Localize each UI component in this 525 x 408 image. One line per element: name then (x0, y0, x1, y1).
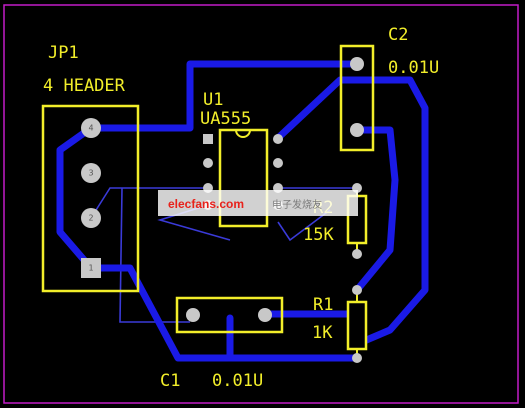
jp1-pin-1-label: 1 (88, 264, 93, 273)
c1-pin-1-pad[interactable] (186, 308, 200, 322)
jp1-designator: JP1 (48, 43, 79, 63)
trace-left-border (56, 124, 95, 272)
u1-pin-8-pad[interactable] (273, 134, 283, 144)
u1-notch (235, 129, 251, 138)
trace-header4-pin1 (87, 60, 361, 132)
jp1-pin-3-pad[interactable] (81, 163, 101, 183)
u1-pin-7-pad[interactable] (273, 158, 283, 168)
u1-value: UA555 (200, 109, 251, 129)
watermark-tail: 电子发烧友 (272, 198, 322, 211)
jp1-pin-4-label: 4 (88, 124, 93, 133)
thin-trace-header2 (90, 187, 208, 219)
u1-pin-1-pad[interactable] (203, 134, 213, 144)
c1-designator: C1 (160, 371, 180, 391)
trace-header1-loop (87, 264, 361, 362)
c2-value: 0.01U (388, 58, 439, 78)
thin-traces (90, 187, 357, 323)
trace-c2-bottom (353, 126, 399, 294)
watermark: elecfans.com 电子发烧友 (158, 190, 358, 216)
c2-capacitor[interactable] (339, 44, 375, 152)
jp1-header[interactable]: 4 3 2 1 (41, 104, 140, 293)
u1-pin-2-pad[interactable] (203, 158, 213, 168)
c2-pin-1-pad[interactable] (350, 57, 364, 71)
jp1-pin-1-pad[interactable] (81, 258, 101, 278)
watermark-text: elecfans.com (168, 197, 244, 211)
jp1-pin-3-label: 3 (88, 169, 93, 178)
jp1-outline (41, 104, 140, 293)
u1-outline (218, 128, 269, 228)
c1-capacitor[interactable] (175, 296, 284, 334)
r2-pin-2-pad[interactable] (352, 249, 362, 259)
c2-outline (339, 44, 375, 152)
r1-designator: R1 (313, 295, 333, 315)
jp1-pin-2-pad[interactable] (81, 208, 101, 228)
jp1-pin-4-pad[interactable] (81, 118, 101, 138)
thin-trace-c1 (119, 187, 190, 323)
c1-pin-2-pad[interactable] (258, 308, 272, 322)
c1-value: 0.01U (212, 371, 263, 391)
watermark-backdrop (158, 190, 358, 216)
c2-pin-2-pad[interactable] (350, 123, 364, 137)
jp1-pin-2-label: 2 (88, 214, 93, 223)
r2-value: 15K (303, 225, 334, 245)
r1-resistor[interactable] (346, 285, 368, 363)
thin-trace-pin5 (277, 209, 331, 242)
c2-designator: C2 (388, 25, 408, 45)
board-outline (3, 4, 519, 404)
r1-body (346, 300, 368, 351)
r1-pin-1-pad[interactable] (352, 285, 362, 295)
r1-value: 1K (312, 323, 333, 343)
jp1-value: 4 HEADER (43, 76, 126, 96)
r1-pin-2-pad[interactable] (352, 353, 362, 363)
u1-designator: U1 (203, 90, 223, 110)
c1-outline (175, 296, 284, 334)
